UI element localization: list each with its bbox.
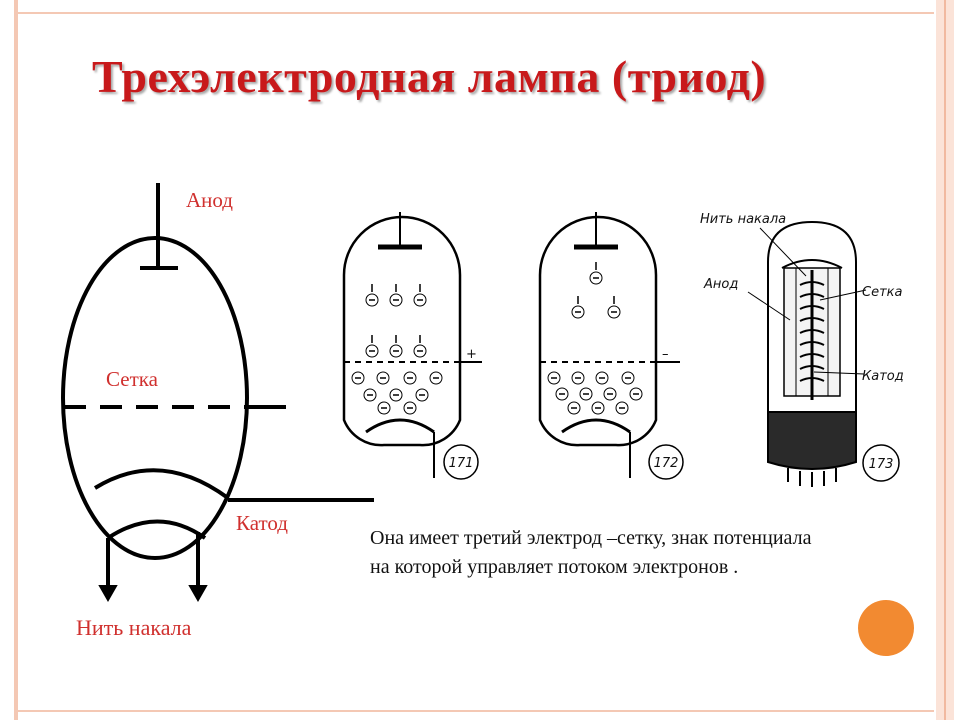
- figure-172-number: 172: [654, 456, 679, 471]
- slide-frame-bottom: [14, 710, 934, 712]
- slide-title: Трехэлектродная лампа (триод): [92, 51, 767, 102]
- figure-173: [747, 220, 900, 487]
- bulb-172: [538, 215, 658, 447]
- filament-arc: [106, 519, 207, 540]
- cathode-171: [365, 418, 435, 434]
- figure-172-sign: –: [662, 347, 669, 362]
- figure-173-number: 173: [869, 457, 894, 472]
- slide-frame-top: [14, 12, 934, 14]
- glass-bulb-173: [767, 220, 857, 412]
- cathode-arc: [93, 468, 230, 500]
- figure-173-filament-label: Нить накала: [700, 212, 786, 227]
- grid-label: Сетка: [106, 367, 158, 391]
- figure-173-grid-label: Сетка: [862, 285, 903, 300]
- description-text: Она имеет третий электрод –сетку, знак п…: [370, 527, 812, 578]
- cathode-label: Катод: [236, 511, 288, 535]
- figure-171-sign: +: [466, 347, 477, 362]
- figure-171-number: 171: [449, 456, 474, 471]
- filament-arrow-left: [98, 585, 118, 603]
- electrons-172: [547, 262, 643, 415]
- bulb-171: [342, 215, 462, 447]
- slide-frame-left: [14, 0, 18, 720]
- filament-arrow-right: [188, 585, 208, 603]
- figure-171: [342, 212, 482, 480]
- slide-frame-right-line: [944, 0, 946, 720]
- figure-173-cathode-label: Катод: [862, 369, 904, 384]
- schematic-triode: [61, 183, 374, 603]
- anode-label: Анод: [186, 188, 233, 212]
- figure-173-anode-label: Анод: [703, 277, 738, 292]
- base-173: [767, 411, 857, 470]
- leader-lines-173: [747, 227, 867, 375]
- tube-envelope: [61, 236, 249, 560]
- cathode-172: [561, 418, 631, 434]
- mica-disk-top: [781, 259, 843, 269]
- filament-label: Нить накала: [76, 615, 192, 640]
- decorative-circle: [858, 600, 914, 656]
- figure-172: [538, 212, 684, 480]
- electrons-171: [351, 284, 443, 415]
